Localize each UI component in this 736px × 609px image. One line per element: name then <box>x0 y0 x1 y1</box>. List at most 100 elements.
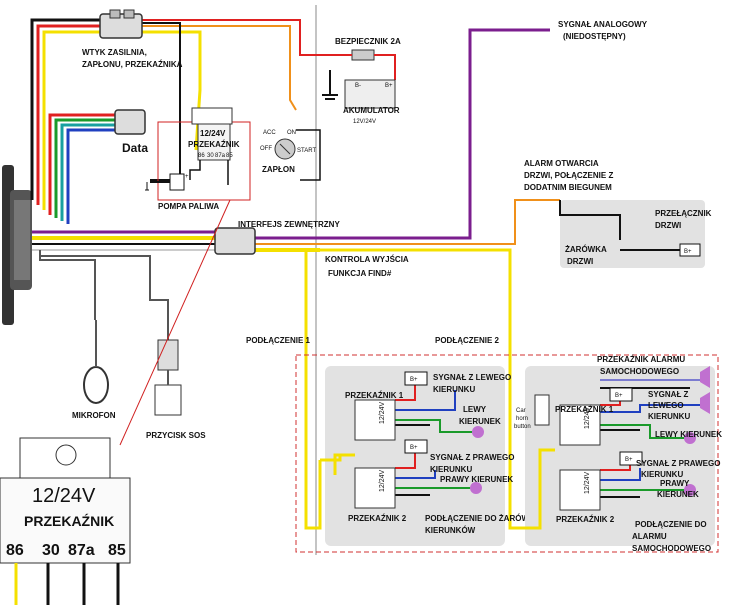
ign-start: START <box>297 148 316 154</box>
relay-small <box>191 107 233 161</box>
sygnal-analog-1: SYGNAŁ ANALOGOWY <box>558 20 648 29</box>
door-bplus: B+ <box>684 249 692 255</box>
box1-sig-left-2: KIERUNKU <box>433 385 475 394</box>
akumulator-label: AKUMULATOR <box>343 106 400 115</box>
box2-bplus2 <box>619 451 643 466</box>
box2-horn-2-icon <box>700 392 710 414</box>
sos-label: PRZYCISK SOS <box>146 431 206 440</box>
power-plug <box>99 9 143 39</box>
box2-sig-right-1: SYGNAŁ Z PRAWEGO <box>636 459 720 468</box>
callout-line <box>119 199 231 446</box>
wtyk-label-1: WTYK ZASILNIA, <box>82 48 147 57</box>
box1-relay2 <box>354 467 396 509</box>
box2-relay1-v: 12/24V <box>584 406 591 429</box>
box2-bplus2-label: B+ <box>625 457 633 463</box>
relay-small-pin-86: 86 <box>198 153 205 159</box>
przelacznik-2: DRZWI <box>655 221 681 230</box>
interfejs-label: INTERFEJS ZEWNĘTRZNY <box>238 220 340 229</box>
box1-relay2-v: 12/24V <box>379 469 386 492</box>
ign-off: OFF <box>260 146 272 152</box>
box2-horn-button <box>534 394 550 426</box>
box1-connect-2: KIERUNKÓW <box>425 526 476 535</box>
podlaczenie2-label: PODŁĄCZENIE 2 <box>435 336 500 345</box>
box2-horn-3: button <box>514 424 531 430</box>
door-bplus-box <box>679 243 701 257</box>
alarm-drzwi-3: DODATNIM BIEGUNEM <box>524 183 612 192</box>
relay-big-pin-87a: 87a <box>68 542 95 559</box>
bat-minus: B- <box>355 83 361 89</box>
box1-wires <box>320 385 472 496</box>
box1-bulb-left <box>472 426 484 438</box>
box1-sig-left-1: SYGNAŁ Z LEWEGO <box>433 373 511 382</box>
relay-big-pin-85: 85 <box>108 542 126 559</box>
box2-bulb-right <box>684 484 696 496</box>
data-plug <box>114 109 146 135</box>
zarowka-1: ŻARÓWKA <box>565 245 607 254</box>
box2-bplus1-label: B+ <box>615 393 623 399</box>
relay-big <box>0 437 131 605</box>
fuse <box>330 49 396 80</box>
box2-alarm-1: PRZEKAŹNIK ALARMU <box>597 355 685 364</box>
box1-bplus1-label: B+ <box>410 377 418 383</box>
box1-bulb-right <box>470 482 482 494</box>
box2-relay1 <box>559 404 601 446</box>
box1-relay1-v: 12/24V <box>379 401 386 424</box>
box2-relay1-label: PRZEKAŹNIK 1 <box>555 405 614 414</box>
box2-connect-1: PODŁĄCZENIE DO <box>635 520 707 529</box>
box2-horn-1: Car <box>516 408 526 414</box>
relay-big-name: PRZEKAŹNIK <box>24 513 114 529</box>
fuel-pump: + <box>145 173 189 191</box>
box1-sig-right-1: SYGNAŁ Z PRAWEGO <box>430 453 514 462</box>
box2-left: LEWY KIERUNEK <box>655 430 722 439</box>
bezpiecznik-label: BEZPIECZNIK 2A <box>335 37 401 46</box>
box2-bplus1 <box>609 387 633 402</box>
box1-bplus1 <box>404 371 428 386</box>
ign-acc: ACC <box>263 130 276 136</box>
box1-relay2-label: PRZEKAŹNIK 2 <box>348 514 407 523</box>
box1-relay1-label: PRZEKAŹNIK 1 <box>345 391 404 400</box>
box2-relay2-label: PRZEKAŹNIK 2 <box>556 515 615 524</box>
box1-bplus2-label: B+ <box>410 445 418 451</box>
box2-horn-2: horn <box>516 416 528 422</box>
box2-right-1: PRAWY <box>660 479 690 488</box>
box1-relay1 <box>354 399 396 441</box>
box1-sig-right-2: KIERUNKU <box>430 465 472 474</box>
sygnal-analog-2: (NIEDOSTĘPNY) <box>563 32 626 41</box>
relay-big-voltage: 12/24V <box>32 485 96 507</box>
box2-alarm-2: SAMOCHODOWEGO <box>600 367 679 376</box>
box2-connect-2: ALARMU <box>632 532 667 541</box>
box2-horn-1-icon <box>700 366 710 388</box>
relay-small-pin-87a: 87a <box>215 153 226 159</box>
relay-small-pin-85: 85 <box>226 153 233 159</box>
gps-device <box>2 165 32 325</box>
zarowka-2: DRZWI <box>567 257 593 266</box>
przelacznik-1: PRZEŁĄCZNIK <box>655 209 712 218</box>
svg-text:+: + <box>185 174 189 180</box>
alarm-drzwi-2: DRZWI, POŁĄCZENIE Z <box>524 171 613 180</box>
funkcja-label: FUNKCJA FIND# <box>328 269 392 278</box>
akumulator-v: 12V/24V <box>353 119 376 125</box>
ignition-switch <box>274 129 321 181</box>
box2-bulb-left <box>684 432 696 444</box>
box2-relay2-v: 12/24V <box>584 471 591 494</box>
relay-small-pin-30: 30 <box>207 153 214 159</box>
wtyk-label-2: ZAPŁONU, PRZEKAŹNIKA <box>82 60 183 69</box>
data-label: Data <box>122 141 148 155</box>
box2-sig-right-2: KIERUNKU <box>641 470 683 479</box>
pompa-label: POMPA PALIWA <box>158 202 219 211</box>
relay-small-name: PRZEKAŹNIK <box>188 140 240 149</box>
sos-button <box>154 339 182 416</box>
alarm-drzwi-1: ALARM OTWARCIA <box>524 159 599 168</box>
connections-dashed-box <box>295 354 719 553</box>
box2-connect-3: SAMOCHODOWEGO <box>632 544 711 553</box>
zaplon-label: ZAPŁON <box>262 165 295 174</box>
relay-small-voltage: 12/24V <box>200 129 226 138</box>
battery <box>322 70 396 109</box>
external-interface-plug <box>214 227 256 255</box>
box2-right-2: KIERUNEK <box>657 490 699 499</box>
bat-plus: B+ <box>385 83 393 89</box>
mikrofon-label: MIKROFON <box>72 411 116 420</box>
box2-sig-left-2: LEWEGO <box>648 401 684 410</box>
kontrola-label: KONTROLA WYJŚCIA <box>325 255 409 264</box>
